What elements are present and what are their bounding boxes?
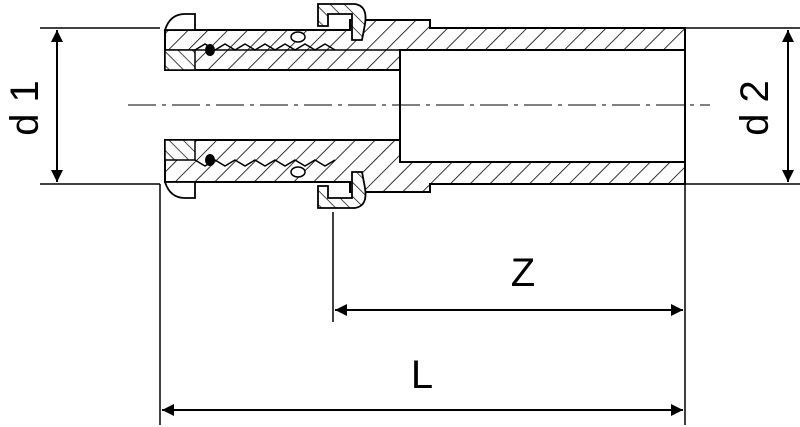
o-ring-bottom [205,154,215,166]
insert-sleeve-bottom [164,139,196,161]
serration-bottom [194,159,336,167]
bore-bottom [290,166,306,178]
bore-top [290,31,306,43]
serration-top [194,43,336,51]
clip-ring-top [317,3,367,41]
d2-label: d 2 [733,80,777,136]
fitting-lower-wall [164,139,686,193]
insert-sleeve-top [164,49,196,71]
clip-ring-bottom [317,171,367,209]
z-label: Z [511,251,535,295]
l-label: L [411,353,433,397]
o-ring-top [205,44,215,56]
d1-label: d 1 [3,80,47,136]
flared-end-top [163,13,196,31]
flared-end-bottom [163,181,196,199]
